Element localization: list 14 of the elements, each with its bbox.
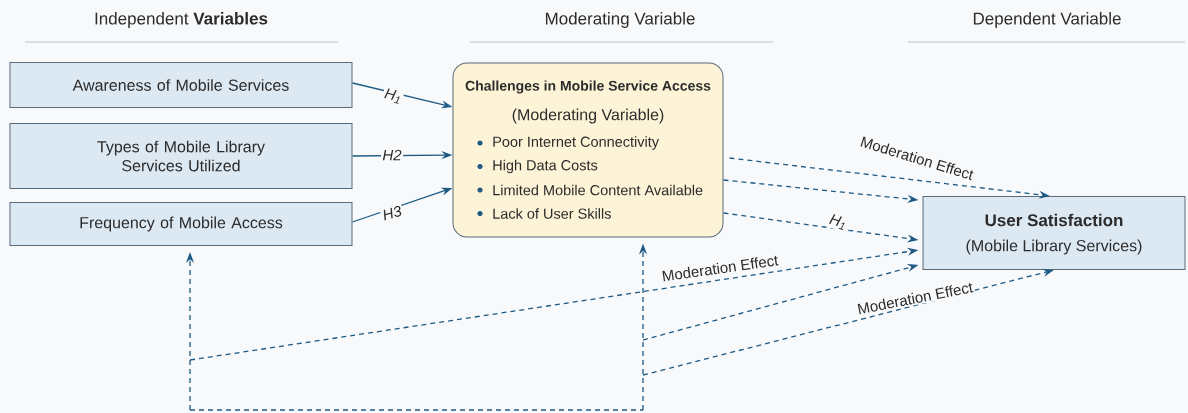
edge-label: Moderation Effect xyxy=(659,252,781,284)
edge-label: H2 xyxy=(380,148,404,162)
moderator-box: Challenges in Mobile Service Access (Moderating Variable) Poor Internet Connectivity High Data Costs Limited Mobile Content Available Lack of User Skills xyxy=(452,62,724,238)
variable-box: Frequency of Mobile Access xyxy=(9,202,353,246)
edge-label: H$_{1}$ xyxy=(381,86,405,106)
edge-label: H3 xyxy=(379,203,405,223)
outcome-box: User Satisfaction (Mobile Library Services) xyxy=(922,196,1186,270)
column-heading: Moderating Variable xyxy=(545,12,695,28)
column-heading: Independent Variables xyxy=(95,12,268,28)
edge-label: Moderation Effect xyxy=(854,279,976,317)
edge-label: H$_{1}$ xyxy=(826,211,850,233)
variable-box: Types of Mobile Library Services Utilized xyxy=(9,123,353,189)
column-heading: Dependent Variable xyxy=(973,12,1121,28)
variable-box: Awareness of Mobile Services xyxy=(9,62,353,108)
